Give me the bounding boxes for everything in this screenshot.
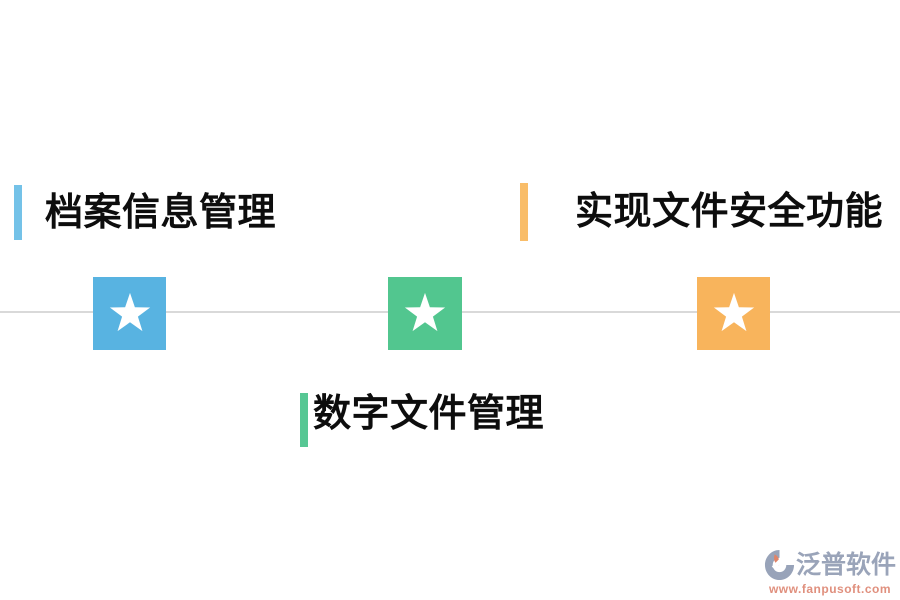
section-label-archive-info: 档案信息管理 [14,185,276,240]
logo-url: www.fanpusoft.com [768,582,892,596]
milestone-square-2 [388,277,462,350]
milestone-square-3 [697,277,770,350]
section-label-digital-file: 数字文件管理 [300,393,544,447]
logo-name: 泛普软件 [796,550,897,579]
brand-logo: 泛普软件 www.fanpusoft.com [764,549,896,596]
label-text: 档案信息管理 [45,191,277,234]
star-icon [404,292,446,331]
accent-bar [300,393,308,447]
accent-bar [14,185,22,240]
logo-icon [764,550,795,581]
accent-bar [520,183,528,241]
star-icon [109,292,150,331]
star-icon [713,292,754,331]
milestone-square-1 [93,277,166,350]
label-text: 实现文件安全功能 [575,191,884,233]
label-text: 数字文件管理 [313,393,545,435]
section-label-file-security: 实现文件安全功能 [520,183,883,241]
